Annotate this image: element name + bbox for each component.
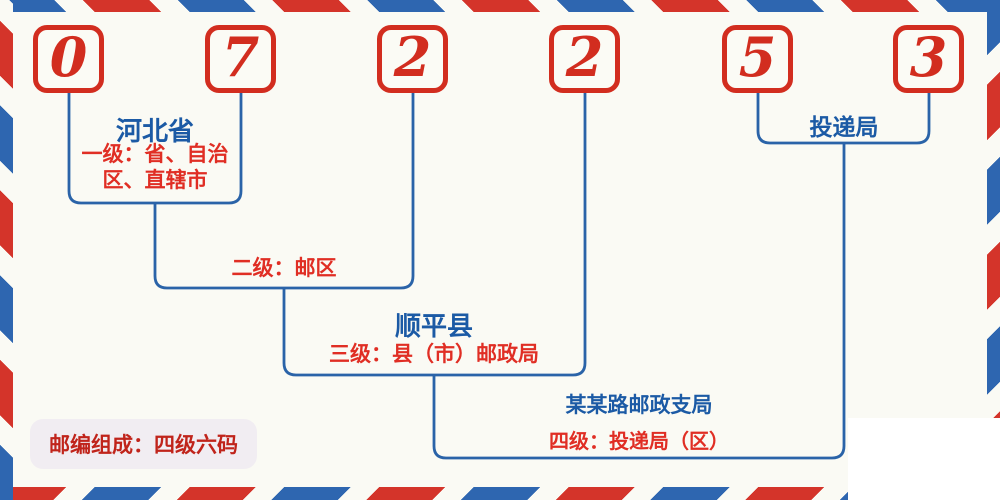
level2-description: 二级：邮区: [231, 257, 337, 280]
postal-digit-box-4: 2: [549, 25, 620, 93]
bracket-delivery: [756, 91, 931, 145]
airmail-border-right: [987, 0, 1000, 500]
postal-digit-2: 7: [221, 25, 260, 89]
postal-digit-box-5: 5: [722, 25, 793, 93]
airmail-border-left: [0, 0, 13, 500]
level4-branch-name: 某某路邮政支局: [565, 392, 713, 417]
level1-description: 一级：省、自治区、直辖市: [81, 143, 229, 192]
bottom-right-white-patch: [848, 418, 1000, 500]
postal-digit-box-6: 3: [893, 25, 964, 93]
bracket-level4: [432, 143, 846, 460]
level3-description: 三级：县（市）邮政局: [329, 343, 539, 366]
level1-region-name: 河北省: [115, 117, 195, 147]
delivery-bureau-label: 投递局: [809, 114, 879, 141]
level4-description: 四级：投递局（区）: [549, 431, 729, 453]
postal-digit-6: 3: [909, 25, 948, 89]
postal-digit-box-2: 7: [205, 25, 276, 93]
postal-digit-box-1: 0: [33, 25, 104, 93]
postal-digit-3: 2: [393, 25, 432, 89]
composition-badge: 邮编组成：四级六码: [30, 419, 257, 469]
postal-digit-5: 5: [738, 25, 777, 89]
composition-badge-label: 邮编组成：四级六码: [49, 432, 238, 457]
postal-digit-1: 0: [49, 25, 88, 89]
postal-digit-4: 2: [565, 25, 604, 89]
airmail-border-top: [0, 0, 1000, 12]
postal-digit-box-3: 2: [377, 25, 448, 93]
level3-county-name: 顺平县: [394, 312, 474, 342]
airmail-border-bottom: [0, 487, 1000, 500]
